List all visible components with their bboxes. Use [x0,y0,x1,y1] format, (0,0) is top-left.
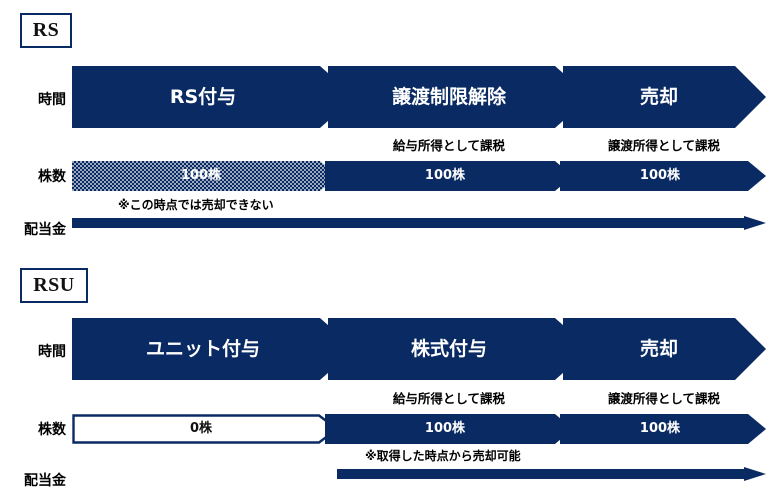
rs-diagram: RS 時間 RS付与 譲渡制限解除 売却 給与所得として課税 譲渡所得として課税… [20,13,766,238]
rsu-diagram: RSU 時間 ユニット付与 株式付与 売却 給与所得として課税 譲渡所得として課… [0,255,768,497]
rs-time-row-label: 時間 [38,92,66,108]
rsu-tax-note-1: 給与所得として課税 [392,391,506,406]
rsu-dividend-arrow [337,467,766,481]
rs-time-chevron-strip: RS付与 譲渡制限解除 売却 [72,66,766,128]
rs-shares-chevron-svg [72,161,766,191]
rsu-time-chevron-svg [72,318,766,380]
rs-tax-note-2: 譲渡所得として課税 [607,138,721,153]
rs-dividend-arrow-svg [72,216,766,230]
rs-tax-note-1: 給与所得として課税 [392,138,506,153]
rs-dividend-row-label: 配当金 [24,222,66,238]
rs-footnote: ※この時点では売却できない [118,198,274,212]
rsu-badge: RSU [20,268,88,303]
rsu-dividend-arrow-svg [337,467,766,481]
rsu-shares-chevron-strip: 0株 100株 100株 [72,414,766,444]
rs-badge: RS [20,13,72,48]
rsu-shares-chevron-svg [72,414,766,444]
rsu-time-chevron-strip: ユニット付与 株式付与 売却 [72,318,766,380]
rs-shares-chevron-strip: 100株 100株 100株 [72,161,766,191]
rs-time-chevron-svg [72,66,766,128]
rsu-shares-row-label: 株数 [38,422,66,438]
rs-shares-row-label: 株数 [38,169,66,185]
rsu-tax-note-2: 譲渡所得として課税 [607,391,721,406]
rs-dividend-arrow [72,216,766,230]
rsu-dividend-row-label: 配当金 [24,473,66,489]
rsu-footnote: ※取得した時点から売却可能 [365,449,521,463]
rsu-time-row-label: 時間 [38,344,66,360]
